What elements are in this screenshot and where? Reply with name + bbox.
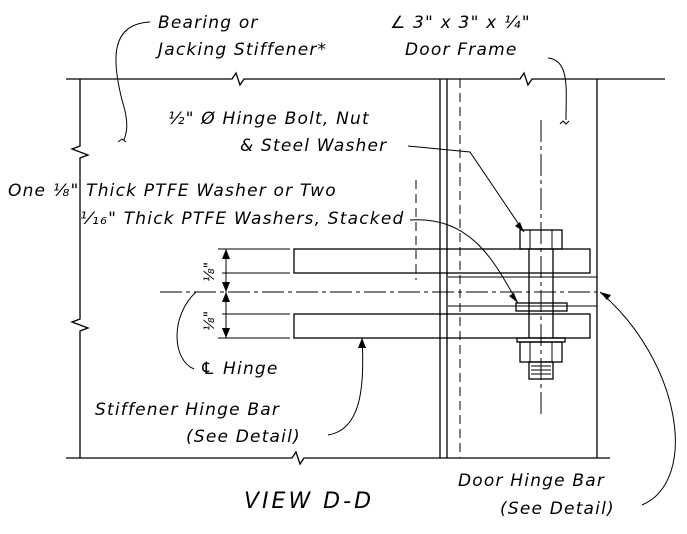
angle-label-line1: ∠ 3" x 3" x ¼" [390,13,531,33]
stiffener-hinge-bar [293,248,591,274]
bolt-label-line2: & Steel Washer [240,136,387,156]
angle-squiggle [559,120,570,125]
ptfe-leader [409,219,519,304]
dim-upper-text: ⅛" [202,262,218,282]
ptfe-washer [515,302,568,312]
angle-label-line2: Door Frame [405,40,518,60]
ptfe-label-line2: ¹⁄₁₆" Thick PTFE Washers, Stacked [80,209,405,229]
bearing-squiggle [117,138,127,143]
bolt-label-line1: ½" Ø Hinge Bolt, Nut [168,109,370,129]
bolt-head [519,229,563,250]
view-title: VIEW D-D [244,489,374,514]
door-bar-label-line1: Door Hinge Bar [458,471,605,491]
angle-leader [547,57,567,121]
dim-lower-text: ⅛" [202,311,218,331]
stiffener-bar-leader [327,337,366,436]
bolt-thread [528,361,554,380]
hinge-cl-leader [176,291,197,370]
dimension-lines [218,248,290,339]
bottom-break-line [66,450,610,466]
bolt-leader [407,145,525,233]
bearing-leader [115,21,151,141]
ptfe-label-line1: One ⅛" Thick PTFE Washer or Two [8,181,337,201]
door-bar-leader [599,291,676,506]
bearing-label-line1: Bearing or [158,13,259,33]
stiffener-bar-label-line1: Stiffener Hinge Bar [95,400,280,420]
door-bar-label-line2: (See Detail) [500,499,615,519]
stiffener-bar-label-line2: (See Detail) [186,427,301,447]
door-hinge-bar [293,313,591,339]
hinge-cl-label: ℄ Hinge [200,359,279,379]
left-edge-line [70,79,90,458]
top-break-line [66,71,665,87]
bearing-label-line2: Jacking Stiffener* [155,40,327,60]
